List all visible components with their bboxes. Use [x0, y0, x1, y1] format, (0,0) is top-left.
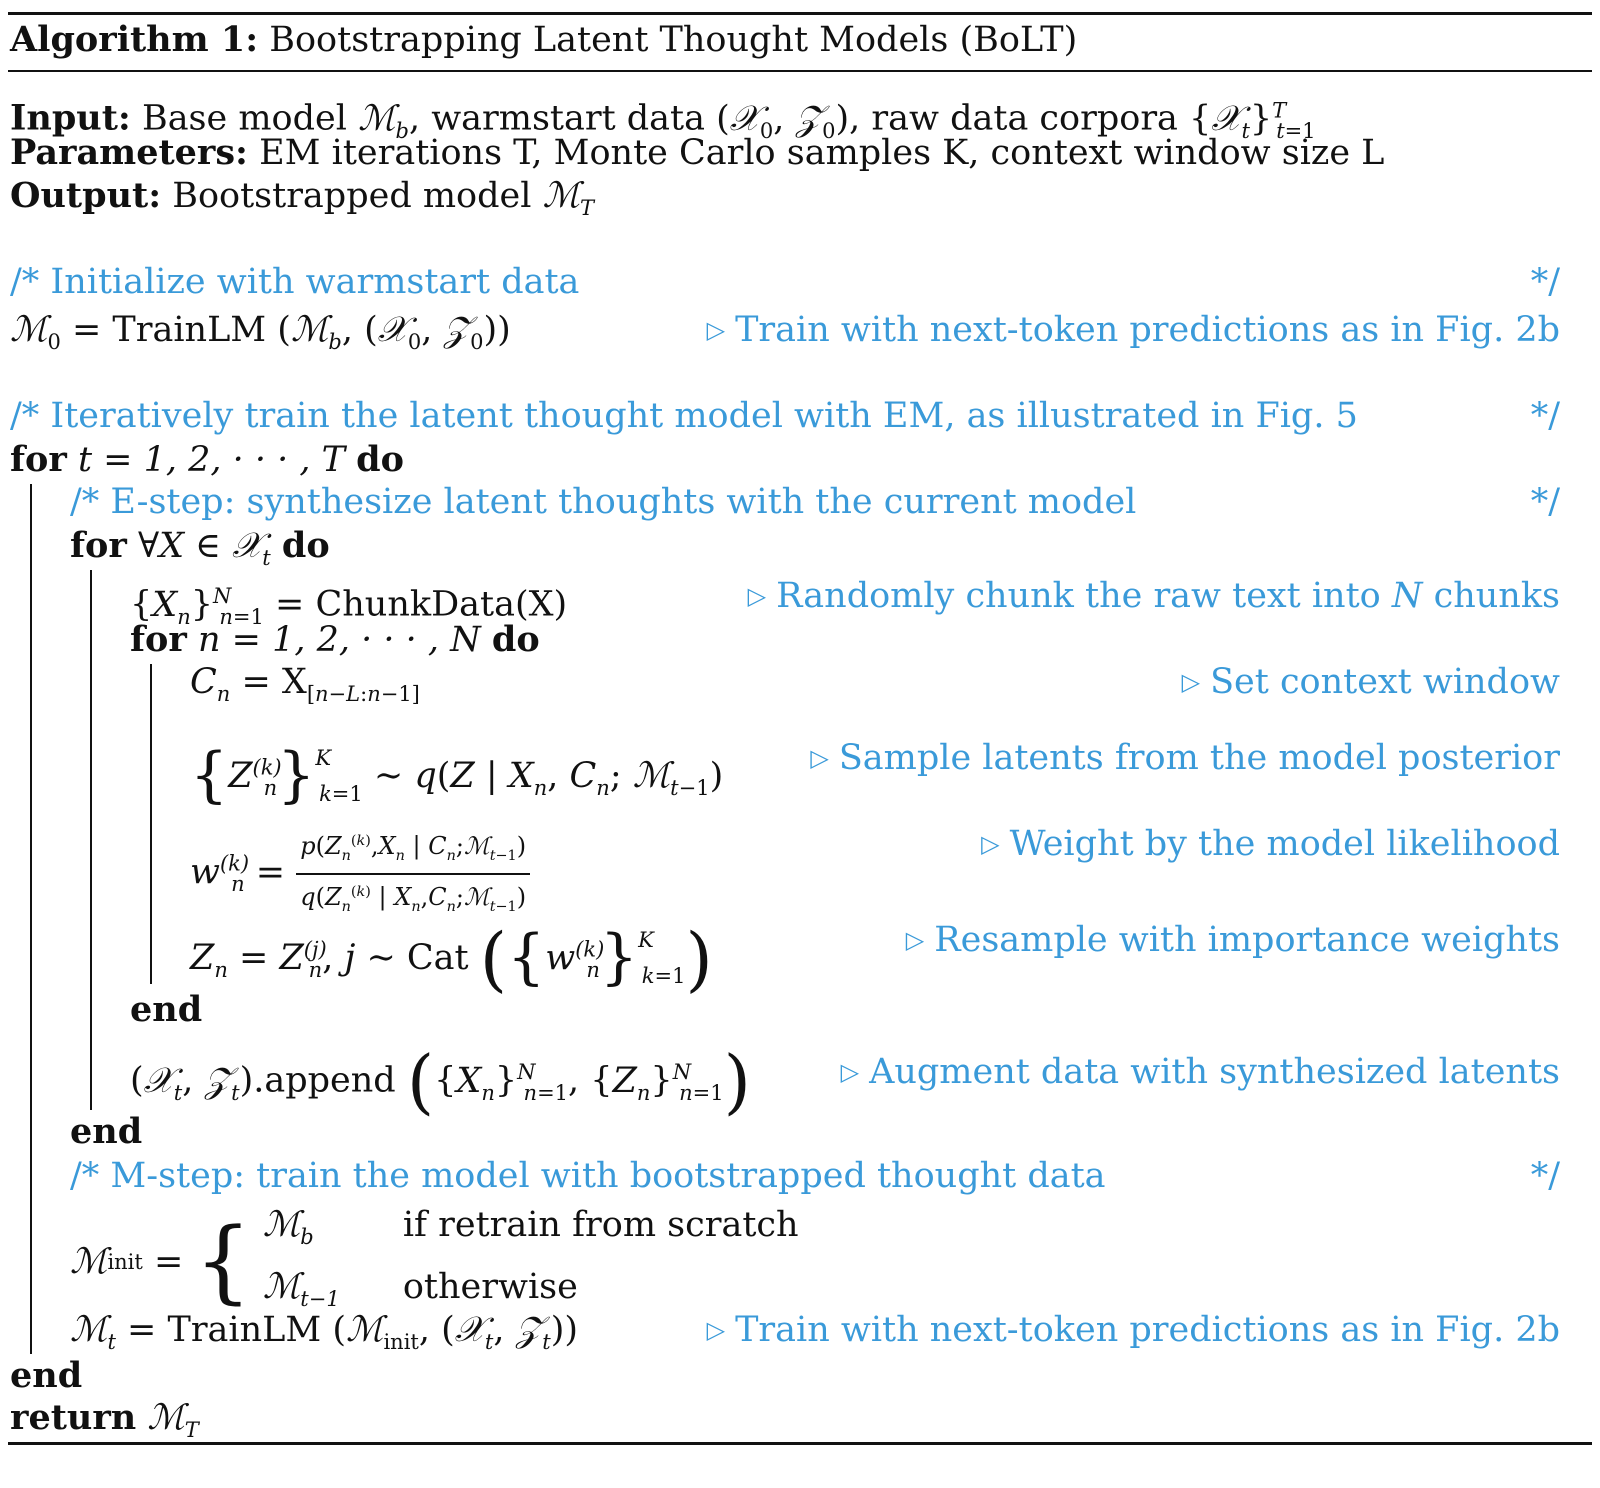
output-label: Output: [10, 175, 162, 216]
append-note-text: Augment data with synthesized latents [869, 1052, 1560, 1092]
output-line: Output: Bootstrapped model ℳT [10, 175, 595, 221]
estep-comment: /* E-step: synthesize latent thoughts wi… [70, 482, 1137, 522]
triangle-icon: ▷ [747, 582, 767, 610]
context-note-text: Set context window [1210, 662, 1560, 702]
for-x-do-keyword: do [281, 525, 330, 566]
mstep-comment-close: */ [1530, 1156, 1560, 1196]
triangle-icon: ▷ [981, 830, 1000, 858]
append-note: ▷ Augment data with synthesized latents [841, 1052, 1560, 1092]
triangle-icon: ▷ [706, 1316, 726, 1344]
init-comment: /* Initialize with warmstart data [10, 262, 580, 302]
chunk-text: = ChunkData(X) [275, 584, 568, 625]
end-for-x: end [70, 1111, 143, 1152]
init-note: ▷ Train with next-token predictions as in… [707, 310, 1560, 350]
for-n-keyword: for [130, 619, 187, 660]
sample-note-text: Sample latents from the model posterior [838, 738, 1560, 778]
case-1: if retrain from scratch [402, 1205, 799, 1245]
output-text: Bootstrapped model [172, 176, 543, 216]
triangle-icon: ▷ [810, 744, 829, 772]
for-t-block-bar [30, 484, 32, 1354]
top-rule [8, 12, 1592, 15]
for-n-do-keyword: do [491, 619, 540, 660]
return-line: return ℳT [10, 1397, 199, 1443]
chunk-note-b: chunks [1422, 576, 1560, 616]
for-x-line: for ∀X ∈ 𝒳t do [70, 525, 330, 571]
append-statement: (𝒳t, 𝒵t).append ({Xn}Nn=1, {Zn}Nn=1) [130, 1040, 751, 1123]
em-comment: /* Iteratively train the latent thought … [10, 396, 1358, 436]
resample-note-text: Resample with importance weights [934, 920, 1560, 960]
for-t-line: for t = 1, 2, · · · , T do [10, 439, 404, 481]
bottom-rule [8, 1442, 1592, 1445]
sample-statement: {Z(k)n}Kk=1 ∼ q(Z | Xn, Cn; ℳt−1) [190, 740, 724, 810]
triangle-icon: ▷ [706, 316, 726, 344]
estep-comment-close: */ [1530, 482, 1560, 522]
weight-note-text: Weight by the model likelihood [1009, 824, 1560, 864]
sample-note: ▷ Sample latents from the model posterior [810, 738, 1560, 778]
triangle-icon: ▷ [905, 926, 925, 954]
title-rule [8, 70, 1592, 72]
mstep-comment: /* M-step: train the model with bootstra… [70, 1156, 1106, 1196]
parameters-text: EM iterations T, Monte Carlo samples K, … [259, 133, 1385, 173]
train-note: ▷ Train with next-token predictions as in… [707, 1310, 1560, 1350]
input-text-b: , warmstart data [408, 98, 717, 139]
init-statement: ℳ0 = TrainLM (ℳb, (𝒳0, 𝒵0)) [10, 310, 511, 354]
algorithm-title: Algorithm 1: Bootstrapping Latent Though… [10, 19, 1078, 61]
return-keyword: return [10, 1397, 137, 1438]
chunk-note-a: Randomly chunk the raw text into [776, 576, 1392, 616]
for-t-expression: t = 1, 2, · · · , T [77, 440, 346, 480]
train-statement: ℳt = TrainLM (ℳinit, (𝒳t, 𝒵t)) [70, 1310, 578, 1354]
for-n-block-bar [150, 664, 152, 984]
input-label: Input: [10, 97, 131, 139]
input-text-a: Base model [141, 98, 359, 139]
for-x-keyword: for [70, 525, 127, 566]
for-n-expression: n = 1, 2, · · · , N [197, 620, 481, 660]
weight-statement: w(k)n = p(Zn(k),Xn | Cn;ℳt−1) q(Zn(k) | … [190, 826, 531, 922]
algorithm-name: Bootstrapping Latent Thought Models (BoL… [269, 20, 1078, 60]
train-note-text: Train with next-token predictions as in … [735, 1310, 1560, 1350]
weight-fraction: p(Zn(k),Xn | Cn;ℳt−1) q(Zn(k) | Xn,Cn;ℳt… [296, 826, 531, 922]
parameters-label: Parameters: [10, 132, 248, 173]
input-line: Input: Base model ℳb, warmstart data (𝒳0… [10, 97, 1316, 143]
triangle-icon: ▷ [1181, 668, 1201, 696]
resample-statement: Zn = Z(j)n, j ∼ Cat ({w(k)n}Kk=1) [190, 918, 713, 1000]
resample-note: ▷ Resample with importance weights [906, 920, 1560, 960]
for-x-block-bar [90, 570, 92, 1110]
for-keyword: for [10, 439, 67, 480]
context-note: ▷ Set context window [1182, 662, 1560, 702]
init-note-text: Train with next-token predictions as in … [735, 310, 1560, 350]
chunk-note: ▷ Randomly chunk the raw text into N chun… [748, 576, 1560, 616]
for-n-line: for n = 1, 2, · · · , N do [130, 619, 540, 661]
triangle-icon: ▷ [840, 1058, 860, 1086]
context-statement: Cn = X[n−L:n−1] [190, 662, 420, 706]
parameters-line: Parameters: EM iterations T, Monte Carlo… [10, 132, 1385, 174]
do-keyword: do [356, 439, 404, 480]
algorithm-label: Algorithm 1: [10, 19, 259, 60]
input-text-c: , raw data corpora [849, 98, 1190, 139]
end-for-n: end [130, 989, 203, 1030]
weight-note: ▷ Weight by the model likelihood [981, 824, 1560, 864]
init-comment-close: */ [1530, 262, 1560, 302]
chunk-note-n: N [1391, 576, 1423, 616]
em-comment-close: */ [1530, 396, 1560, 436]
end-for-t: end [10, 1355, 83, 1396]
chunk-statement: {Xn}Nn=1 = ChunkData(X) [130, 584, 568, 629]
case-2: otherwise [402, 1267, 578, 1307]
